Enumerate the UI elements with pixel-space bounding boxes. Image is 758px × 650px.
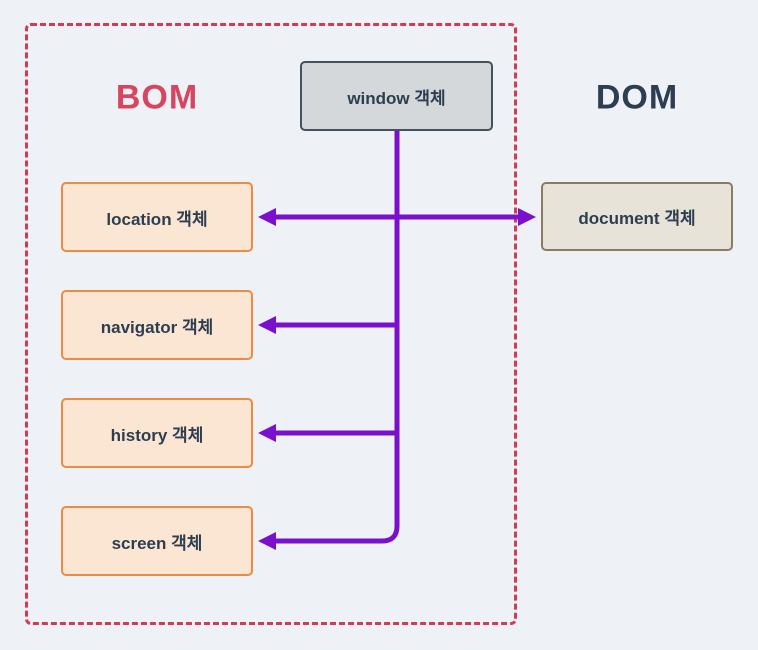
node-history: history 객체	[61, 398, 253, 468]
bom-group-label: BOM	[115, 78, 199, 117]
arrowhead-navigator	[258, 316, 276, 334]
node-screen: screen 객체	[61, 506, 253, 576]
arrowhead-document	[518, 208, 536, 226]
node-screen-label: screen 객체	[111, 533, 203, 553]
arrowhead-screen	[258, 532, 276, 550]
node-document: document 객체	[541, 182, 733, 251]
node-location: location 객체	[61, 182, 253, 252]
node-history-label: history 객체	[110, 425, 204, 445]
dom-group-label: DOM	[595, 78, 679, 117]
trunk-line	[270, 131, 400, 544]
arrowhead-history	[258, 424, 276, 442]
node-window: window 객체	[300, 61, 493, 131]
bom-dashed-frame	[25, 23, 517, 625]
node-location-label: location 객체	[106, 209, 208, 229]
node-navigator-label: navigator 객체	[100, 317, 214, 337]
node-window-label: window 객체	[347, 88, 446, 108]
node-document-label: document 객체	[578, 209, 696, 228]
arrowhead-location	[258, 208, 276, 226]
node-navigator: navigator 객체	[61, 290, 253, 360]
